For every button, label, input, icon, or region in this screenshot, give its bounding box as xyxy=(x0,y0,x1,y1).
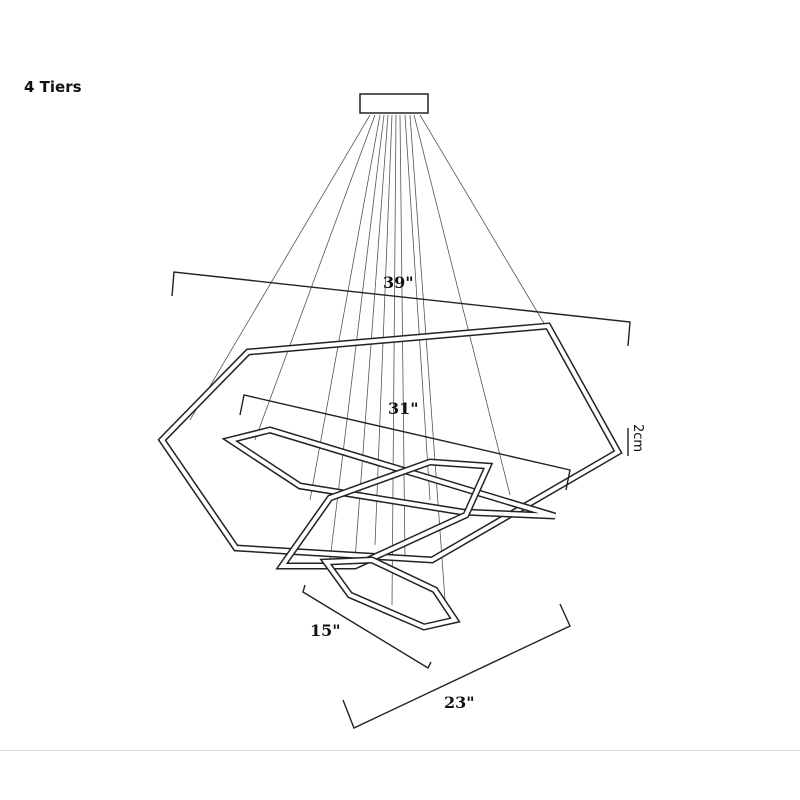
tier-2-ring xyxy=(221,426,557,520)
divider xyxy=(0,750,800,751)
dimension-15: 15" xyxy=(302,584,432,669)
thickness-label: 2cm xyxy=(630,424,645,452)
tier-1-ring xyxy=(157,322,623,564)
dimension-23-label: 23" xyxy=(444,693,475,712)
tier-3-ring xyxy=(275,458,494,570)
tier-4-ring xyxy=(319,556,461,631)
dimension-31: 31" xyxy=(239,394,571,491)
dimension-39-label: 39" xyxy=(383,273,414,292)
suspension-wires xyxy=(189,114,549,606)
dimension-39: 39" xyxy=(171,271,631,347)
dimension-thickness: 2cm xyxy=(627,424,645,456)
dimension-31-label: 31" xyxy=(388,399,419,418)
dimension-15-label: 15" xyxy=(310,621,341,640)
tiers-label: 4 Tiers xyxy=(24,78,82,96)
ceiling-canopy xyxy=(359,93,429,114)
dimension-23: 23" xyxy=(342,603,571,729)
